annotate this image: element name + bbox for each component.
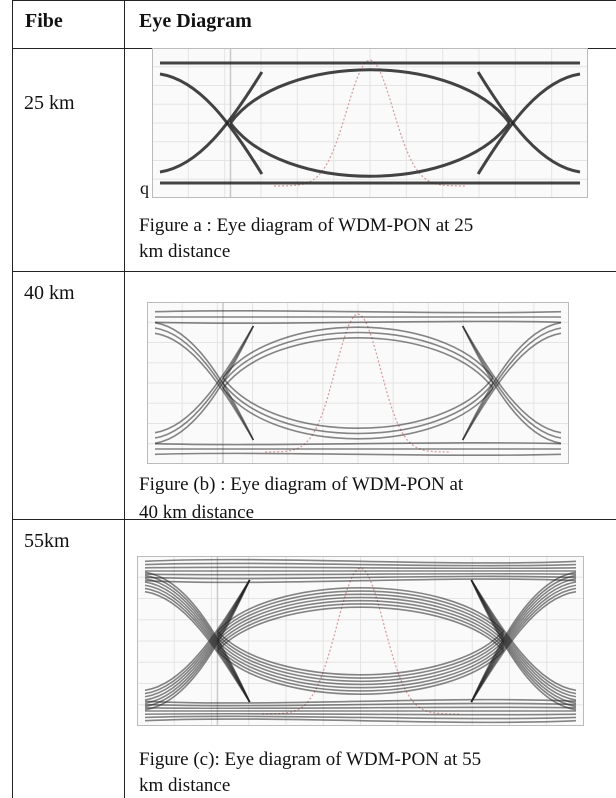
fibe-value: 25 km — [24, 92, 75, 114]
eye-diagram-b — [147, 302, 569, 464]
header-eye-diagram: Eye Diagram — [139, 10, 252, 32]
figure-caption-line: Figure (b) : Eye diagram of WDM-PON at — [139, 474, 464, 495]
eye-trace — [470, 579, 577, 711]
eye-trace — [154, 441, 562, 446]
figure-caption-line: Figure (c): Eye diagram of WDM-PON at 55 — [139, 749, 482, 770]
eye-trace — [476, 71, 581, 174]
eye-trace — [216, 650, 505, 695]
eye-trace — [476, 72, 581, 175]
table-top-border — [12, 0, 616, 1]
eye-trace — [154, 320, 562, 325]
figure-caption-line: km distance — [139, 775, 231, 796]
eye-trace — [216, 637, 505, 682]
eye-trace — [222, 337, 494, 389]
eye-trace — [216, 596, 505, 642]
eye-trace — [144, 558, 577, 564]
eye-trace — [144, 712, 577, 716]
header-fibe: Fibe — [25, 10, 63, 32]
eye-trace — [144, 578, 577, 584]
eye-trace — [461, 321, 562, 441]
table-left-border — [12, 0, 13, 798]
eye-trace — [144, 706, 577, 710]
eye-trace — [154, 452, 562, 457]
eye-trace — [222, 326, 494, 379]
eye-trace — [144, 575, 577, 580]
eye-trace — [216, 640, 505, 686]
eye-trace — [144, 572, 577, 576]
eye-trace — [159, 71, 264, 174]
eye-trace — [216, 603, 505, 649]
column-divider — [124, 0, 125, 798]
eye-trace — [216, 643, 505, 689]
eye-trace — [144, 702, 577, 707]
eye-trace — [154, 325, 255, 445]
figure-caption-line: km distance — [139, 241, 231, 262]
eye-trace — [216, 606, 505, 652]
eye-trace — [216, 587, 505, 632]
eye-trace — [216, 600, 505, 645]
row2-bottom-border — [12, 519, 616, 520]
eye-trace — [144, 715, 577, 720]
eye-trace — [216, 630, 505, 676]
eye-trace — [461, 325, 562, 445]
eye-trace — [222, 387, 494, 440]
eye-trace — [461, 332, 562, 441]
eye-trace — [222, 377, 494, 429]
eye-trace — [144, 566, 577, 570]
eye-trace — [216, 646, 505, 692]
eye-trace — [216, 633, 505, 679]
figure-caption-line: Figure a : Eye diagram of WDM-PON at 25 — [139, 215, 474, 236]
eye-trace — [154, 321, 255, 441]
eye-trace — [470, 590, 577, 703]
figure-caption-line: 40 km distance — [139, 502, 255, 523]
eye-trace — [216, 593, 505, 639]
row1-bottom-border — [12, 271, 616, 272]
eye-trace — [159, 72, 264, 175]
eye-trace — [461, 327, 562, 441]
eye-trace — [222, 331, 494, 384]
eye-trace — [216, 590, 505, 636]
eye-trace — [154, 309, 562, 314]
eye-trace — [144, 590, 251, 703]
eye-trace — [229, 122, 511, 178]
eye-trace — [154, 327, 255, 441]
fibe-value: 40 km — [24, 282, 75, 304]
fibe-value: 55km — [24, 530, 70, 552]
eye-trace — [229, 68, 511, 124]
figure-marker: q — [140, 178, 149, 198]
eye-trace — [144, 562, 577, 567]
eye-trace — [144, 718, 577, 724]
eye-diagram-a — [152, 48, 588, 198]
eye-trace — [222, 382, 494, 435]
eye-trace — [144, 698, 577, 704]
eye-diagram-c — [137, 556, 584, 726]
eye-trace — [144, 579, 251, 711]
eye-trace — [154, 332, 255, 441]
